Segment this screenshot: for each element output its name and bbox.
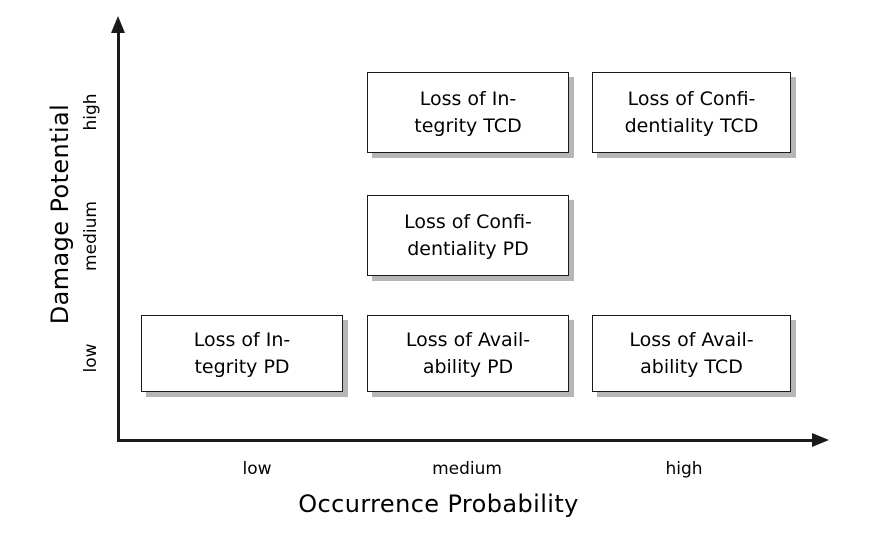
risk-cell-loss-of-confidentiality-tcd[interactable]: Loss of Confi- dentiality TCD: [592, 72, 791, 153]
x-axis-title: Occurrence Probability: [298, 490, 579, 518]
risk-cell-line-1: Loss of Confi-: [404, 210, 532, 233]
x-axis-arrow-icon: [812, 433, 829, 447]
y-axis-tick-low: low: [81, 343, 101, 373]
risk-cell-line-2: tegrity TCD: [414, 114, 522, 137]
y-axis-line: [117, 30, 120, 442]
x-axis-tick-low: low: [242, 459, 272, 479]
y-axis-arrow-icon: [111, 16, 125, 33]
y-axis-title: Damage Potential: [46, 103, 74, 325]
risk-cell-loss-of-confidentiality-pd[interactable]: Loss of Confi- dentiality PD: [367, 195, 569, 276]
risk-cell-line-1: Loss of In-: [419, 87, 517, 110]
risk-cell-line-2: dentiality TCD: [624, 114, 759, 137]
risk-cell-line-2: ability PD: [422, 355, 514, 378]
risk-cell-line-2: ability TCD: [640, 355, 743, 378]
risk-cell-line-2: tegrity PD: [194, 355, 290, 378]
risk-cell-line-1: Loss of In-: [193, 328, 291, 351]
risk-cell-loss-of-integrity-tcd[interactable]: Loss of In- tegrity TCD: [367, 72, 569, 153]
x-axis-line: [117, 439, 817, 442]
risk-cell-line-1: Loss of Confi-: [627, 87, 756, 110]
y-axis-tick-high: high: [81, 93, 101, 131]
y-axis-tick-medium: medium: [81, 201, 101, 271]
risk-cell-loss-of-availability-pd[interactable]: Loss of Avail- ability PD: [367, 315, 569, 392]
x-axis-tick-high: high: [665, 459, 703, 479]
risk-cell-loss-of-integrity-pd[interactable]: Loss of In- tegrity PD: [141, 315, 343, 392]
risk-cell-line-2: dentiality PD: [407, 237, 529, 260]
risk-cell-line-1: Loss of Avail-: [405, 328, 531, 351]
risk-cell-loss-of-availability-tcd[interactable]: Loss of Avail- ability TCD: [592, 315, 791, 392]
risk-cell-line-1: Loss of Avail-: [629, 328, 754, 351]
x-axis-tick-medium: medium: [432, 459, 502, 479]
